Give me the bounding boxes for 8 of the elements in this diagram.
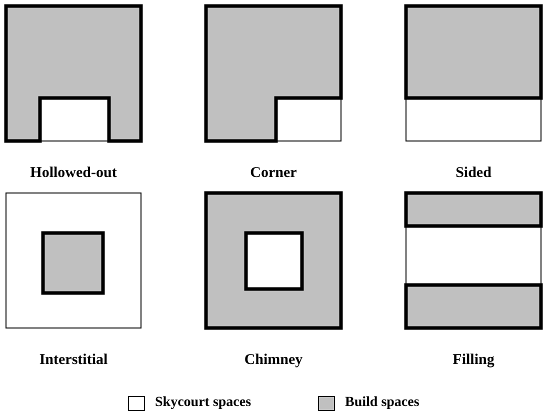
pattern-caption: Chimney (243, 352, 304, 369)
pattern-caption: Sided (454, 165, 492, 182)
pattern-caption: Interstitial (38, 352, 109, 369)
legend-label: Skycourt spaces (155, 395, 252, 411)
pattern-caption: Filling (452, 352, 496, 369)
legend-label: Build spaces (345, 395, 420, 411)
pattern-caption: Hollowed-out (29, 165, 118, 182)
pattern-caption: Corner (249, 165, 298, 182)
